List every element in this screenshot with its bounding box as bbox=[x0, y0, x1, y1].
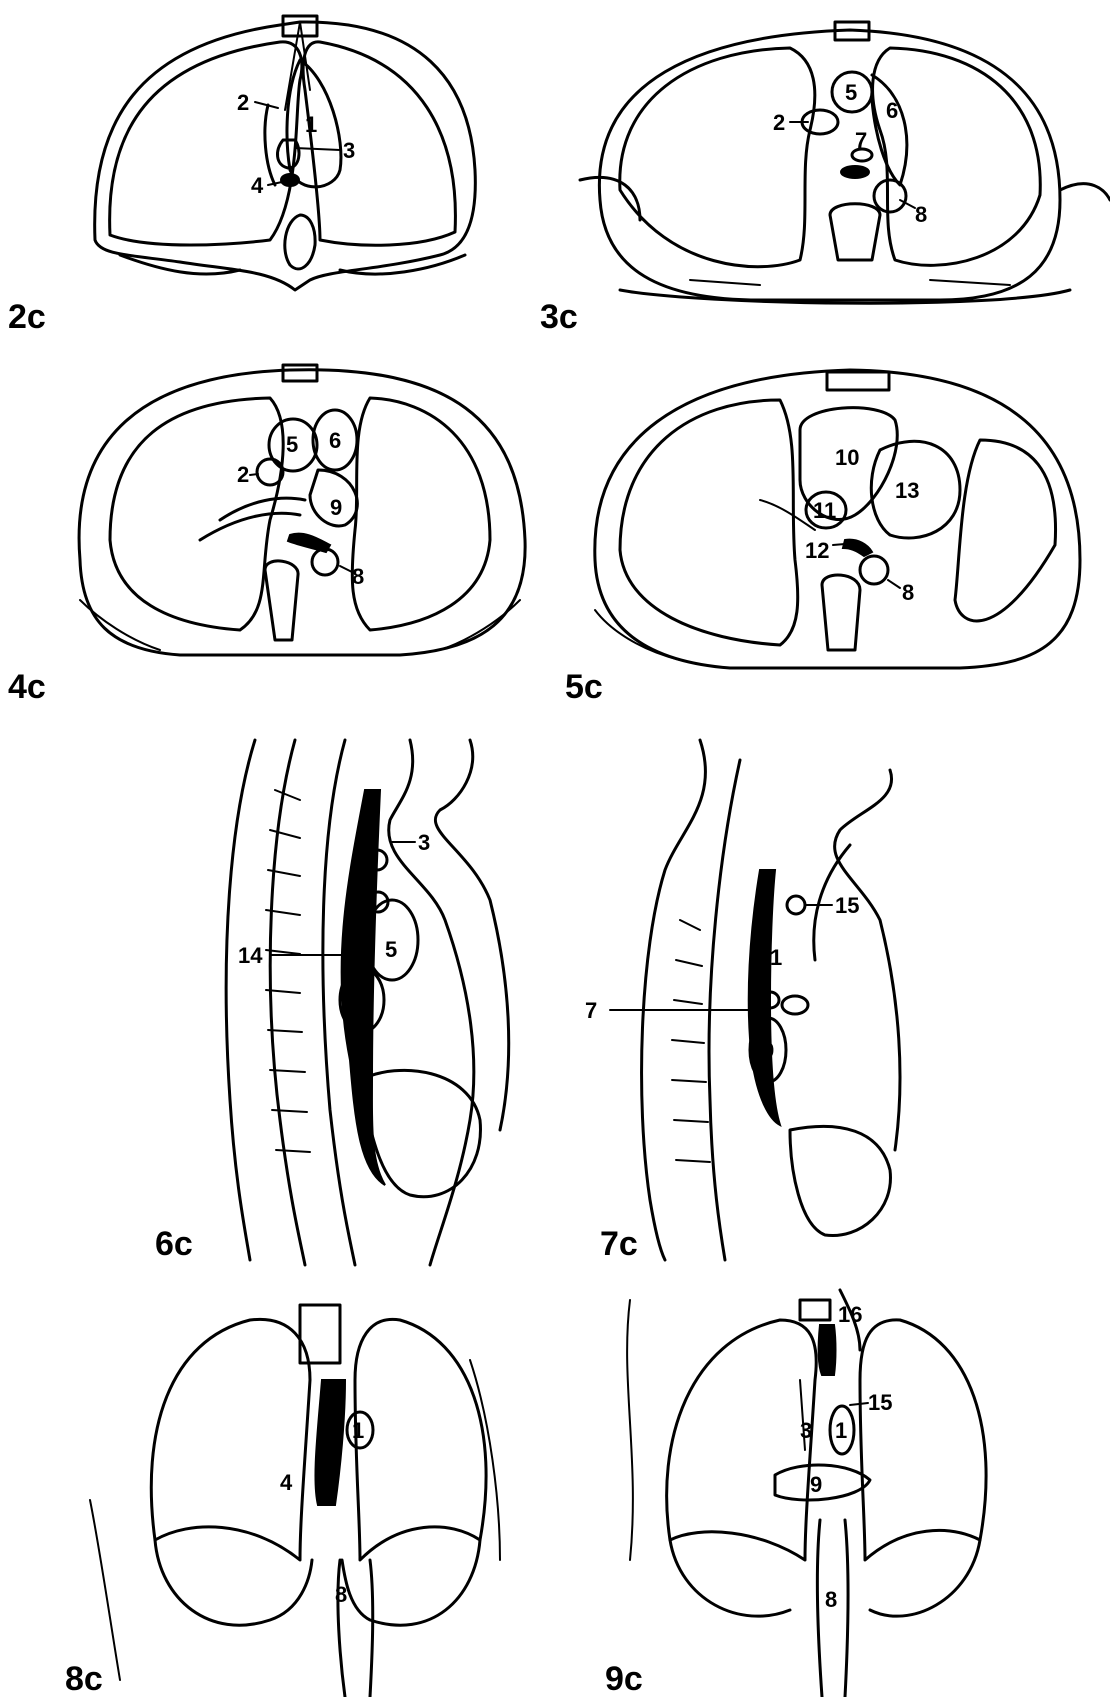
label-9c-15: 15 bbox=[868, 1390, 892, 1415]
label-5c-12: 12 bbox=[805, 538, 829, 563]
label-4c-9: 9 bbox=[330, 495, 342, 520]
label-6c-5: 5 bbox=[385, 937, 397, 962]
panel-label-4c: 4c bbox=[8, 668, 46, 706]
panel-label-2c: 2c bbox=[8, 298, 46, 336]
label-6c-9: 9 bbox=[352, 990, 364, 1015]
label-3c-2: 2 bbox=[773, 110, 785, 135]
panel-label-9c: 9c bbox=[605, 1660, 643, 1697]
label-8c-4: 4 bbox=[280, 1470, 293, 1495]
label-8c-1: 1 bbox=[352, 1418, 364, 1443]
label-7c-15: 15 bbox=[835, 893, 859, 918]
label-4c-5: 5 bbox=[286, 432, 298, 457]
label-9c-16: 16 bbox=[838, 1302, 862, 1327]
label-4c-8: 8 bbox=[352, 564, 364, 589]
panel-3c-drawing bbox=[580, 22, 1110, 303]
panel-7c-drawing bbox=[610, 740, 900, 1260]
label-5c-8: 8 bbox=[902, 580, 914, 605]
panel-6c-drawing bbox=[226, 740, 509, 1265]
panel-9c-drawing bbox=[627, 1290, 986, 1697]
label-2c-2: 2 bbox=[237, 90, 249, 115]
panel-label-6c: 6c bbox=[155, 1225, 193, 1263]
label-3c-5: 5 bbox=[845, 80, 857, 105]
label-9c-3: 3 bbox=[800, 1418, 812, 1443]
label-3c-8: 8 bbox=[915, 202, 927, 227]
panel-label-8c: 8c bbox=[65, 1660, 103, 1697]
panel-label-7c: 7c bbox=[600, 1225, 638, 1263]
label-3c-6: 6 bbox=[886, 98, 898, 123]
label-6c-14: 14 bbox=[238, 943, 263, 968]
label-7c-1: 1 bbox=[770, 945, 782, 970]
label-9c-8: 8 bbox=[825, 1587, 837, 1612]
label-2c-1: 1 bbox=[305, 112, 317, 137]
label-9c-1: 1 bbox=[835, 1418, 847, 1443]
label-4c-6: 6 bbox=[329, 428, 341, 453]
panel-8c-drawing bbox=[90, 1305, 500, 1697]
panel-label-5c: 5c bbox=[565, 668, 603, 706]
label-9c-9: 9 bbox=[810, 1472, 822, 1497]
label-5c-10: 10 bbox=[835, 445, 859, 470]
panel-4c-drawing bbox=[79, 365, 525, 655]
label-5c-11: 11 bbox=[813, 498, 836, 523]
label-3c-7: 7 bbox=[855, 128, 867, 153]
label-7c-7: 7 bbox=[585, 998, 597, 1023]
label-2c-4: 4 bbox=[251, 173, 264, 198]
panel-label-3c: 3c bbox=[540, 298, 578, 336]
label-6c-3: 3 bbox=[418, 830, 430, 855]
label-7c-9: 9 bbox=[762, 1038, 774, 1063]
label-4c-2: 2 bbox=[237, 462, 249, 487]
label-5c-13: 13 bbox=[895, 478, 919, 503]
label-8c-8: 8 bbox=[335, 1582, 347, 1607]
panel-5c-drawing bbox=[595, 370, 1080, 668]
label-2c-3: 3 bbox=[343, 138, 355, 163]
panel-2c-drawing bbox=[95, 16, 476, 290]
